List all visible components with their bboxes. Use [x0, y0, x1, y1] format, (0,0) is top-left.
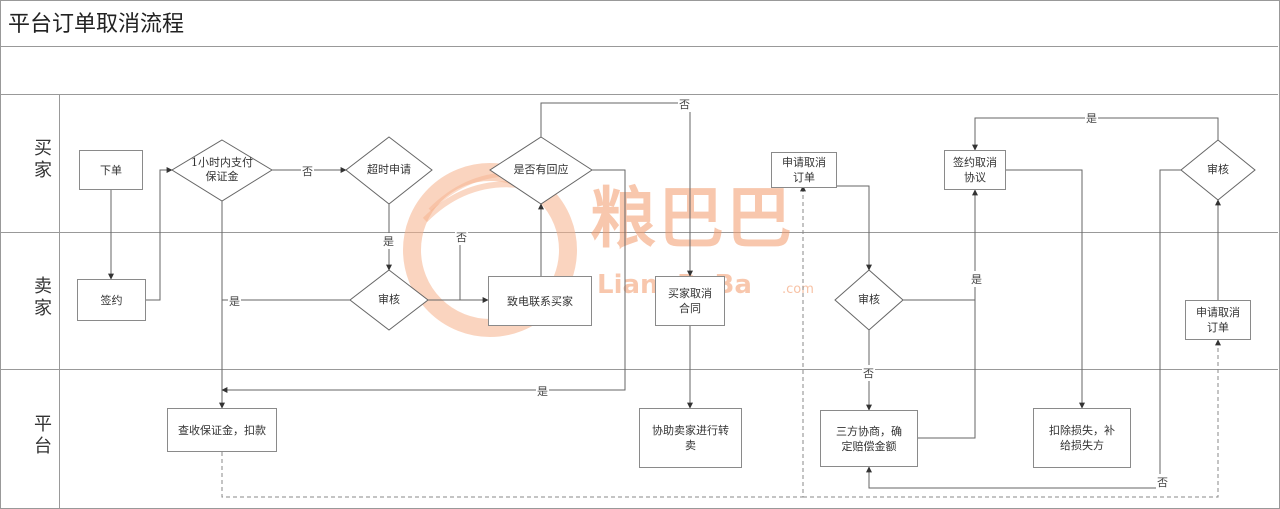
node-place-order: 下单: [79, 150, 143, 190]
node-has-response: 是否有回应: [513, 163, 569, 176]
node-seller-review2: 审核: [858, 293, 880, 306]
page-title: 平台订单取消流程: [8, 12, 185, 37]
edge-label-yes: 是: [228, 293, 241, 309]
node-call-buyer: 致电联系买家: [488, 276, 592, 326]
lane-label-seller: 卖家: [31, 276, 52, 320]
header-divider: [0, 94, 1278, 95]
node-tripartite: 三方协商，确 定赔偿金额: [820, 410, 918, 467]
lane-label-platform: 平台: [31, 414, 52, 458]
node-deduct-loss: 扣除损失，补 给损失方: [1033, 408, 1131, 468]
node-check-deposit: 查收保证金，扣款: [167, 408, 277, 452]
edge-label-yes: 是: [382, 233, 395, 249]
node-sign-contract: 签约: [77, 279, 146, 321]
node-timeout-apply: 超时申请: [367, 163, 411, 176]
node-buyer-review: 审核: [1207, 163, 1229, 176]
node-assist-transfer: 协助卖家进行转 卖: [639, 408, 742, 468]
node-buyer-apply-cancel: 申请取消 订单: [771, 152, 837, 188]
lane-label-column-divider: [59, 94, 60, 508]
watermark-domain-suffix: .com: [782, 282, 814, 297]
edge-label-no: 否: [678, 96, 691, 112]
lane-divider-buyer-seller: [0, 232, 1278, 233]
node-seller-review: 审核: [378, 293, 400, 306]
edge-label-no: 否: [862, 365, 875, 381]
node-pay-deposit: 1小时内支付 保证金: [191, 156, 253, 183]
edge-label-yes: 是: [1085, 110, 1098, 126]
watermark-brand: 粮巴巴: [590, 180, 794, 257]
edge-label-no: 否: [1156, 474, 1169, 490]
edge-label-yes: 是: [970, 271, 983, 287]
lane-label-buyer: 买家: [31, 138, 52, 182]
title-divider: [0, 46, 1278, 47]
node-sign-cancel-agreement: 签约取消 协议: [944, 150, 1006, 190]
node-seller-apply-cancel: 申请取消 订单: [1185, 300, 1251, 340]
node-buyer-cancel-contract: 买家取消 合同: [655, 276, 725, 326]
edge-label-no: 否: [301, 163, 314, 179]
edge-label-no: 否: [455, 229, 468, 245]
edge-label-yes: 是: [536, 383, 549, 399]
lane-divider-seller-platform: [0, 369, 1278, 370]
decision-seller-review: [349, 269, 429, 331]
